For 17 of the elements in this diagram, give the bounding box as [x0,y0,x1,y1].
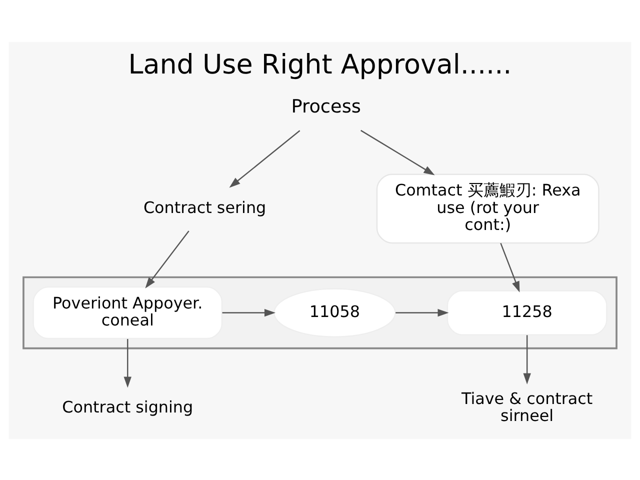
arrow [124,338,132,388]
arrow [396,308,449,316]
node-text: Tiave & contract sirneel [461,388,593,425]
arrow [523,334,531,384]
diagram-title: Land Use Right Approval...... [128,48,512,80]
node-text: Contract signing [62,397,194,416]
node-box: Poveriont Appoyer. coneal [32,286,223,339]
node-ellipse: 11058 [273,288,396,337]
arrow [222,308,276,316]
arrow [500,242,520,292]
node-text: Process [291,96,361,117]
arrow [145,230,190,288]
node-text: Contract sering [143,197,266,216]
node-box: 11258 [446,290,608,335]
node-box: Comtact 买薦鰕刃: Rexa use (rot your cont:) [376,173,600,244]
arrow [360,129,435,175]
arrow [229,130,300,188]
